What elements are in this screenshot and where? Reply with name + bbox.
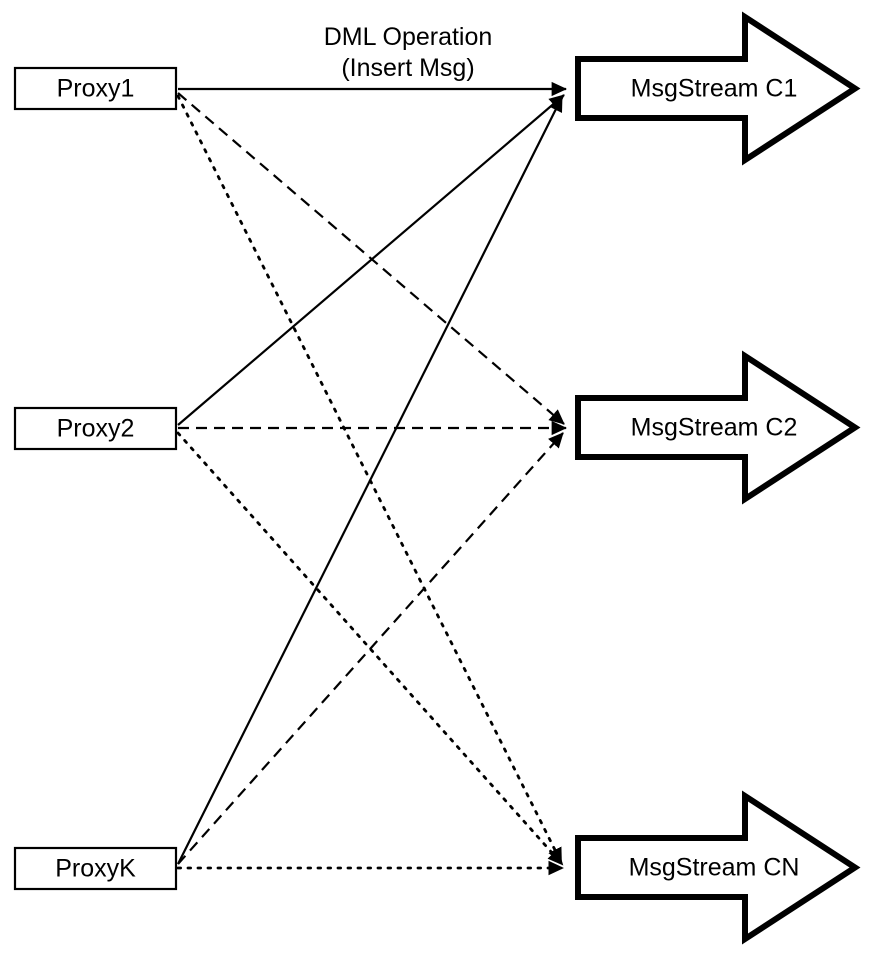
connection-layer — [176, 81, 568, 876]
msgstream-group-cn[interactable]: MsgStream CN — [575, 790, 861, 945]
connection-proxy1-c2 — [177, 92, 565, 425]
dml-operation-annotation: DML Operation (Insert Msg) — [324, 23, 493, 82]
proxy-group-proxy2[interactable]: Proxy2 — [13, 406, 178, 451]
proxy-label-proxy2: Proxy2 — [57, 415, 135, 443]
proxy-box-proxy2[interactable] — [13, 406, 178, 451]
proxy-box-proxyK[interactable] — [13, 846, 178, 891]
proxy-box-proxy1[interactable] — [13, 66, 178, 111]
annotation-line-2: (Insert Msg) — [341, 54, 474, 82]
proxy-label-proxyK: ProxyK — [55, 855, 136, 883]
msgstream-label-cn: MsgStream CN — [629, 854, 800, 882]
proxy-group-proxyK[interactable]: ProxyK — [13, 846, 178, 891]
connection-proxy2-c1 — [177, 94, 565, 426]
msgstream-label-c2: MsgStream C2 — [631, 414, 798, 442]
msgstream-group-c1[interactable]: MsgStream C1 — [575, 11, 861, 166]
connection-proxy1-cn — [176, 94, 563, 864]
proxy-group-proxy1[interactable]: Proxy1 — [13, 66, 178, 111]
annotation-line-1: DML Operation — [324, 23, 493, 51]
msgstream-arrow-c2[interactable] — [575, 350, 861, 505]
msgstream-arrow-cn[interactable] — [575, 790, 861, 945]
connection-proxyK-c2 — [177, 432, 564, 865]
connection-proxyK-c1 — [177, 96, 563, 865]
proxy-label-proxy1: Proxy1 — [57, 75, 135, 103]
msgstream-group-c2[interactable]: MsgStream C2 — [575, 350, 861, 505]
msgstream-arrow-c1[interactable] — [575, 11, 861, 166]
msgstream-label-c1: MsgStream C1 — [631, 75, 798, 103]
